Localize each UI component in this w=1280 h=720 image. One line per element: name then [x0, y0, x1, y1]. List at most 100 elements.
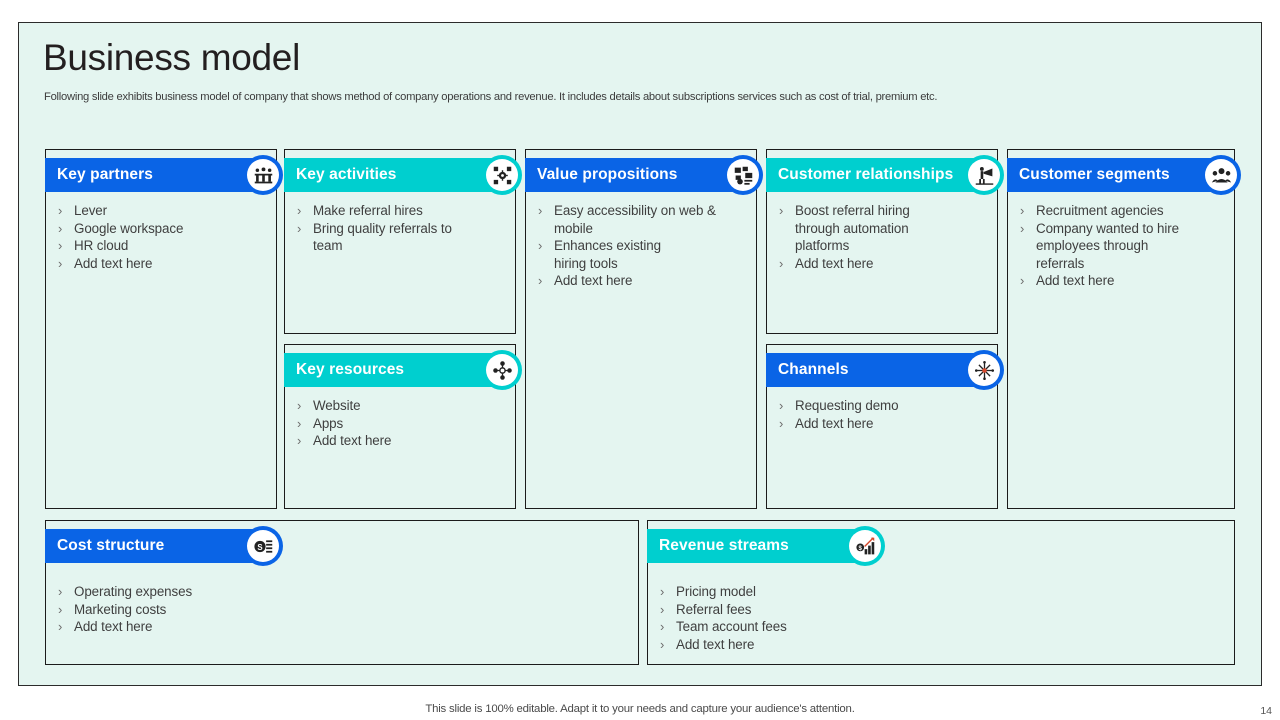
list-item: › Add text here — [1020, 273, 1115, 288]
list-item: › Pricing model — [660, 584, 756, 599]
chevron-right-icon: › — [538, 238, 543, 253]
list-item: › Operating expenses — [58, 584, 193, 599]
hub-spokes-icon — [964, 350, 1004, 390]
card-bullet-list: › Make referral hires › Bring quality re… — [295, 202, 509, 255]
chevron-right-icon: › — [297, 220, 302, 236]
card-header-revenue-streams: Revenue streams $ — [647, 526, 885, 566]
list-item: › Add text here — [58, 619, 153, 634]
card-cost-structure[interactable]: Cost structure S › Operating expense — [45, 520, 639, 665]
chevron-right-icon: › — [660, 584, 665, 599]
list-item: › Add text here — [779, 415, 874, 431]
card-bullet-list: › Lever › Google workspace › HR cloud › … — [56, 202, 270, 272]
card-bullet-list: › Boost referral hiring through automati… — [777, 202, 991, 272]
list-item: › Website — [297, 398, 361, 413]
card-header-channels: Channels — [766, 350, 1004, 390]
list-item: › Apps — [297, 415, 344, 431]
list-item: › Easy accessibility on web & mobile — [538, 203, 716, 236]
card-bullet-list: › Recruitment agencies › Company wanted … — [1018, 202, 1228, 290]
card-header-key-activities: Key activities — [284, 155, 522, 195]
value-blocks-icon — [723, 155, 763, 195]
chevron-right-icon: › — [297, 433, 302, 448]
list-item: › Google workspace — [58, 220, 184, 236]
chevron-right-icon: › — [1020, 220, 1025, 236]
chevron-right-icon: › — [297, 203, 302, 218]
chevron-right-icon: › — [297, 415, 302, 431]
list-item: › Add text here — [297, 433, 392, 448]
list-item: › Enhances existing hiring tools — [538, 238, 661, 271]
chevron-right-icon: › — [1020, 203, 1025, 218]
card-bullet-list: › Website › Apps › Add text here — [295, 397, 509, 450]
list-item: › Referral fees — [660, 601, 752, 617]
card-customer-segments[interactable]: Customer segments › Recruitment agencies — [1007, 149, 1241, 509]
card-key-resources[interactable]: Key resources › Website › — [284, 344, 522, 509]
card-bullet-list: › Requesting demo › Add text here — [777, 397, 991, 432]
list-item: › Requesting demo — [779, 398, 899, 413]
resource-nodes-icon — [482, 350, 522, 390]
chevron-right-icon: › — [58, 601, 63, 617]
card-revenue-streams[interactable]: Revenue streams $ › Pri — [647, 520, 1235, 665]
card-key-activities[interactable]: Key activities › Make referral hires — [284, 149, 522, 334]
card-title: Key resources — [296, 361, 405, 378]
card-header-value-propositions: Value propositions — [525, 155, 763, 195]
group-people-icon — [243, 155, 283, 195]
list-item: › Team account fees — [660, 619, 787, 634]
card-bullet-list: › Easy accessibility on web & mobile › E… — [536, 202, 750, 290]
chevron-right-icon: › — [58, 238, 63, 253]
card-customer-relationships[interactable]: Customer relationships › Boost referral … — [766, 149, 1004, 334]
card-title: Key partners — [57, 166, 153, 183]
page-number: 14 — [1260, 705, 1272, 717]
card-value-propositions[interactable]: Value propositions › E — [525, 149, 763, 509]
page-title: Business model — [43, 37, 300, 78]
card-header-key-partners: Key partners — [45, 155, 283, 195]
list-item: › HR cloud — [58, 238, 129, 253]
svg-text:S: S — [257, 543, 262, 552]
card-title: Cost structure — [57, 537, 165, 554]
list-item: › Company wanted to hire employees throu… — [1020, 220, 1179, 271]
list-item: › Add text here — [538, 273, 633, 288]
chevron-right-icon: › — [660, 636, 665, 652]
people-group-icon — [1201, 155, 1241, 195]
person-megaphone-icon — [964, 155, 1004, 195]
card-header-key-resources: Key resources — [284, 350, 522, 390]
card-bullet-list: › Pricing model › Referral fees › Team a… — [658, 583, 1228, 653]
gear-network-icon — [482, 155, 522, 195]
money-coin-icon: S — [243, 526, 283, 566]
list-item: › Marketing costs — [58, 601, 167, 617]
card-title: Revenue streams — [659, 537, 789, 554]
chevron-right-icon: › — [660, 601, 665, 617]
chevron-right-icon: › — [58, 619, 63, 634]
card-title: Value propositions — [537, 166, 678, 183]
footer-note: This slide is 100% editable. Adapt it to… — [425, 703, 855, 715]
card-title: Customer relationships — [778, 166, 954, 183]
card-title: Customer segments — [1019, 166, 1170, 183]
list-item: › Boost referral hiring through automati… — [779, 203, 910, 253]
card-header-customer-relationships: Customer relationships — [766, 155, 1004, 195]
chevron-right-icon: › — [1020, 273, 1025, 288]
list-item: › Add text here — [660, 636, 755, 652]
list-item: › Add text here — [779, 255, 874, 271]
chevron-right-icon: › — [779, 255, 784, 271]
chevron-right-icon: › — [58, 584, 63, 599]
chevron-right-icon: › — [538, 203, 543, 218]
chevron-right-icon: › — [538, 273, 543, 288]
chevron-right-icon: › — [297, 398, 302, 413]
list-item: › Bring quality referrals to team — [297, 220, 452, 254]
chevron-right-icon: › — [779, 398, 784, 413]
chevron-right-icon: › — [58, 203, 63, 218]
revenue-chart-icon: $ — [845, 526, 885, 566]
card-key-partners[interactable]: Key partners › Lever — [45, 149, 283, 509]
card-channels[interactable]: Channels — [766, 344, 1004, 509]
card-header-customer-segments: Customer segments — [1007, 155, 1241, 195]
slide-canvas: Business model Following slide exhibits … — [18, 22, 1262, 686]
svg-text:$: $ — [858, 545, 862, 552]
card-bullet-list: › Operating expenses › Marketing costs ›… — [56, 583, 632, 636]
chevron-right-icon: › — [779, 415, 784, 431]
chevron-right-icon: › — [779, 203, 784, 218]
list-item: › Lever — [58, 203, 107, 218]
chevron-right-icon: › — [660, 619, 665, 634]
chevron-right-icon: › — [58, 255, 63, 271]
card-title: Key activities — [296, 166, 397, 183]
chevron-right-icon: › — [58, 220, 63, 236]
list-item: › Recruitment agencies — [1020, 203, 1164, 218]
slide-subtitle: Following slide exhibits business model … — [44, 91, 938, 103]
